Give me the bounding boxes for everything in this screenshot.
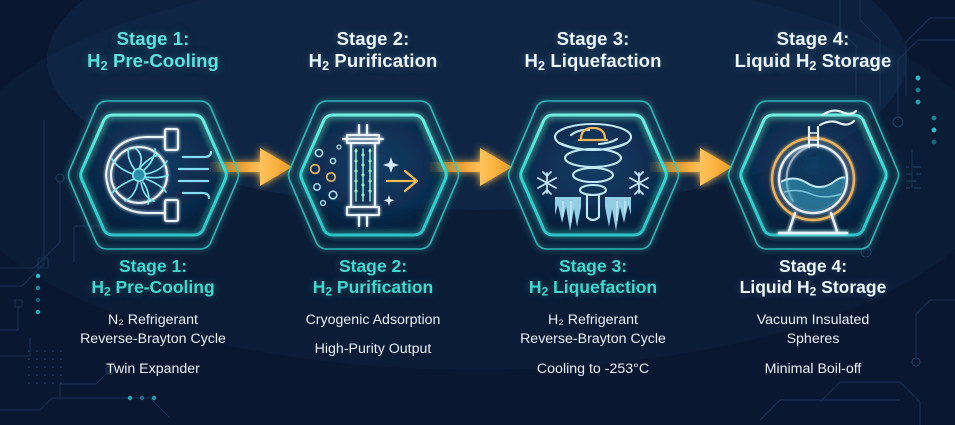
stage-3-detail-line: Cooling to -253°C	[536, 360, 650, 377]
stage-4-caption-line1: Stage 4:	[778, 256, 848, 276]
stage-2-detail-group: High-Purity Output	[257, 340, 489, 360]
stage-1-detail-line: N₂ Refrigerant	[108, 311, 198, 328]
stage-2-detail-line: High-Purity Output	[314, 341, 432, 358]
stage-4-caption: Stage 4: Liquid H2 Storage Vacuum Insula…	[697, 256, 929, 379]
stage-4-column: Stage 4: Liquid H2 Storage	[703, 0, 923, 425]
spherical-storage-tank-icon	[770, 136, 856, 235]
stage-2-column: Stage 2: H2 Purification	[263, 0, 483, 425]
stage-2-top-title-line1: Stage 2:	[336, 28, 410, 49]
stage-1-detail-line: Twin Expander	[106, 360, 200, 377]
flow-arrow-3-to-4	[648, 143, 734, 191]
cryogenic-cyclone-icon	[553, 122, 633, 222]
stage-1-caption: Stage 1: H2 Pre-Cooling N₂ Refrigerant R…	[37, 256, 269, 379]
stage-4-top-title: Stage 4: Liquid H2 Storage	[703, 28, 923, 77]
icicle-cluster-left-icon	[555, 197, 581, 231]
stage-2-detail-line: Cryogenic Adsorption	[305, 311, 441, 328]
stage-4-top-title-line1: Stage 4:	[776, 28, 850, 49]
impurity-particles-icon	[309, 144, 342, 207]
stage-4-detail-line: Vacuum Insulated	[756, 311, 870, 328]
stage-1-details: N₂ Refrigerant Reverse-Brayton Cycle Twi…	[37, 311, 269, 380]
stage-4-hexagon[interactable]	[721, 95, 906, 255]
icicle-highlights	[562, 201, 626, 223]
snowflake-left-icon	[537, 171, 557, 195]
stage-2-caption-line2: H2 Purification	[312, 277, 434, 299]
purified-output-arrow-icon	[385, 169, 419, 193]
stage-1-top-title-line2: H2 Pre-Cooling	[87, 50, 219, 73]
boil-off-vapor-icon	[818, 109, 858, 127]
stage-2-top-title: Stage 2: H2 Purification	[263, 28, 483, 77]
turbine-blades	[111, 147, 169, 205]
stage-2-hexagon[interactable]	[281, 95, 466, 255]
stage-3-caption-line2: H2 Liquefaction	[528, 277, 658, 299]
adsorbent-beads	[354, 149, 372, 197]
stage-3-detail-line: H₂ Refrigerant	[548, 311, 638, 328]
boil-off-vent-pipe	[807, 125, 820, 149]
stage-4-details: Vacuum Insulated Spheres Minimal Boil-of…	[697, 311, 929, 380]
cyclone-core-highlight	[577, 126, 609, 142]
stage-2-top-title-line2: H2 Purification	[308, 50, 438, 73]
stage-2-caption-line1: Stage 2:	[338, 256, 408, 276]
stage-1-top-title: Stage 1: H2 Pre-Cooling	[43, 28, 263, 77]
stage-3-column: Stage 3: H2 Liquefaction	[483, 0, 703, 425]
purity-sparkle-icon	[383, 157, 399, 206]
stage-1-caption-heading: Stage 1: H2 Pre-Cooling	[37, 256, 269, 303]
stage-3-detail-group: H₂ Refrigerant Reverse-Brayton Cycle	[477, 311, 709, 350]
stage-3-top-title-line1: Stage 3:	[556, 28, 630, 49]
stage-2-caption: Stage 2: H2 Purification Cryogenic Adsor…	[257, 256, 489, 360]
stage-3-caption-line1: Stage 3:	[558, 256, 628, 276]
stage-4-caption-heading: Stage 4: Liquid H2 Storage	[697, 256, 929, 303]
stage-1-caption-line1: Stage 1:	[118, 256, 188, 276]
stage-3-detail-group: Cooling to -253°C	[477, 360, 709, 380]
stage-3-caption: Stage 3: H2 Liquefaction H₂ Refrigerant …	[477, 256, 709, 379]
stage-2-caption-heading: Stage 2: H2 Purification	[257, 256, 489, 303]
adsorption-column-icon	[342, 124, 384, 227]
stage-1-detail-group: N₂ Refrigerant Reverse-Brayton Cycle	[37, 311, 269, 350]
stage-4-detail-group: Minimal Boil-off	[697, 360, 929, 380]
stage-2-detail-group: Cryogenic Adsorption	[257, 311, 489, 331]
stage-1-detail-line: Reverse-Brayton Cycle	[80, 331, 226, 348]
airflow-lines-icon	[177, 150, 213, 200]
stage-4-detail-line: Minimal Boil-off	[764, 360, 862, 377]
stage-1-column: Stage 1: H2 Pre-Cooling	[43, 0, 263, 425]
stage-4-detail-group: Vacuum Insulated Spheres	[697, 311, 929, 350]
stage-3-hexagon[interactable]	[501, 95, 686, 255]
flow-arrow-2-to-3	[428, 143, 514, 191]
snowflake-right-icon	[629, 171, 649, 195]
stage-4-top-title-line2: Liquid H2 Storage	[734, 50, 892, 73]
stage-3-caption-heading: Stage 3: H2 Liquefaction	[477, 256, 709, 303]
stage-4-caption-line2: Liquid H2 Storage	[739, 277, 887, 299]
stage-3-top-title: Stage 3: H2 Liquefaction	[483, 28, 703, 77]
stage-3-detail-line: Reverse-Brayton Cycle	[520, 331, 666, 348]
stage-2-details: Cryogenic Adsorption High-Purity Output	[257, 311, 489, 360]
stage-4-detail-line: Spheres	[786, 331, 840, 348]
stage-1-hexagon[interactable]	[61, 95, 246, 255]
stage-3-details: H₂ Refrigerant Reverse-Brayton Cycle Coo…	[477, 311, 709, 380]
stage-1-caption-line2: H2 Pre-Cooling	[91, 277, 215, 299]
stage-1-top-title-line1: Stage 1:	[116, 28, 190, 49]
stage-1-detail-group: Twin Expander	[37, 360, 269, 380]
stage-3-top-title-line2: H2 Liquefaction	[524, 50, 662, 73]
flow-arrow-1-to-2	[208, 143, 294, 191]
